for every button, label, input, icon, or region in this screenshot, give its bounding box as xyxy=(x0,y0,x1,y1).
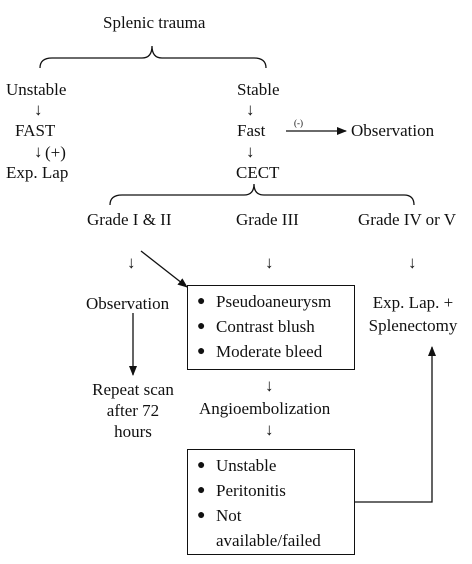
positive-label: (+) xyxy=(45,143,66,162)
bullet-icon: ● xyxy=(197,294,206,309)
down-arrow-1: ↓ xyxy=(34,100,43,119)
negative-label: (-) xyxy=(294,118,303,128)
down-arrow-g4: ↓ xyxy=(408,253,417,272)
failure-item-continued: available/failed xyxy=(216,531,321,550)
bullet-icon: ● xyxy=(197,458,206,473)
grade3-findings-box: ●Pseudoaneurysm ●Contrast blush ●Moderat… xyxy=(187,285,355,370)
surgery-line-1: Exp. Lap. + xyxy=(372,293,454,312)
down-arrow-g1: ↓ xyxy=(127,253,136,272)
down-arrow-4: ↓ xyxy=(246,142,255,161)
failure-item: ●Unstable xyxy=(188,453,354,478)
bullet-icon: ● xyxy=(197,319,206,334)
finding-item: ●Contrast blush xyxy=(188,314,354,339)
unstable-label: Unstable xyxy=(6,80,67,99)
failure-item: ●Peritonitis xyxy=(188,478,354,503)
bullet-icon: ● xyxy=(197,344,206,359)
down-arrow-2: ↓ xyxy=(34,142,43,161)
grade-brace xyxy=(109,183,415,206)
observation-right: Observation xyxy=(351,121,435,140)
root-node: Splenic trauma xyxy=(103,13,206,32)
bullet-icon: ● xyxy=(197,508,206,523)
failure-to-surgery-arrow xyxy=(355,346,436,503)
grade-1-2: Grade I & II xyxy=(87,210,172,229)
exp-lap-left: Exp. Lap xyxy=(6,163,69,182)
failure-item: ●Not xyxy=(188,503,354,528)
failure-box: ●Unstable ●Peritonitis ●Not available/fa… xyxy=(187,449,355,555)
down-arrow-5: ↓ xyxy=(265,376,274,395)
observation-left: Observation xyxy=(86,294,170,313)
surgery-line-2: Splenectomy xyxy=(368,316,458,335)
finding-item: ●Moderate bleed xyxy=(188,339,354,364)
repeat-scan-line-3: hours xyxy=(114,422,152,441)
fast-left: FAST xyxy=(15,121,56,140)
diagonal-arrow xyxy=(140,250,188,288)
fast-right: Fast xyxy=(237,121,266,140)
down-arrow-6: ↓ xyxy=(265,420,274,439)
grade-3: Grade III xyxy=(236,210,299,229)
bullet-icon: ● xyxy=(197,483,206,498)
repeat-scan-line-1: Repeat scan xyxy=(92,380,174,399)
angioembolization-label: Angioembolization xyxy=(199,399,331,418)
stable-label: Stable xyxy=(237,80,280,99)
cect-label: CECT xyxy=(236,163,280,182)
finding-item: ●Pseudoaneurysm xyxy=(188,289,354,314)
repeat-scan-line-2: after 72 xyxy=(106,401,160,420)
down-arrow-g3: ↓ xyxy=(265,253,274,272)
top-brace xyxy=(39,45,267,69)
down-arrow-3: ↓ xyxy=(246,100,255,119)
grade-4-5: Grade IV or V xyxy=(358,210,457,229)
